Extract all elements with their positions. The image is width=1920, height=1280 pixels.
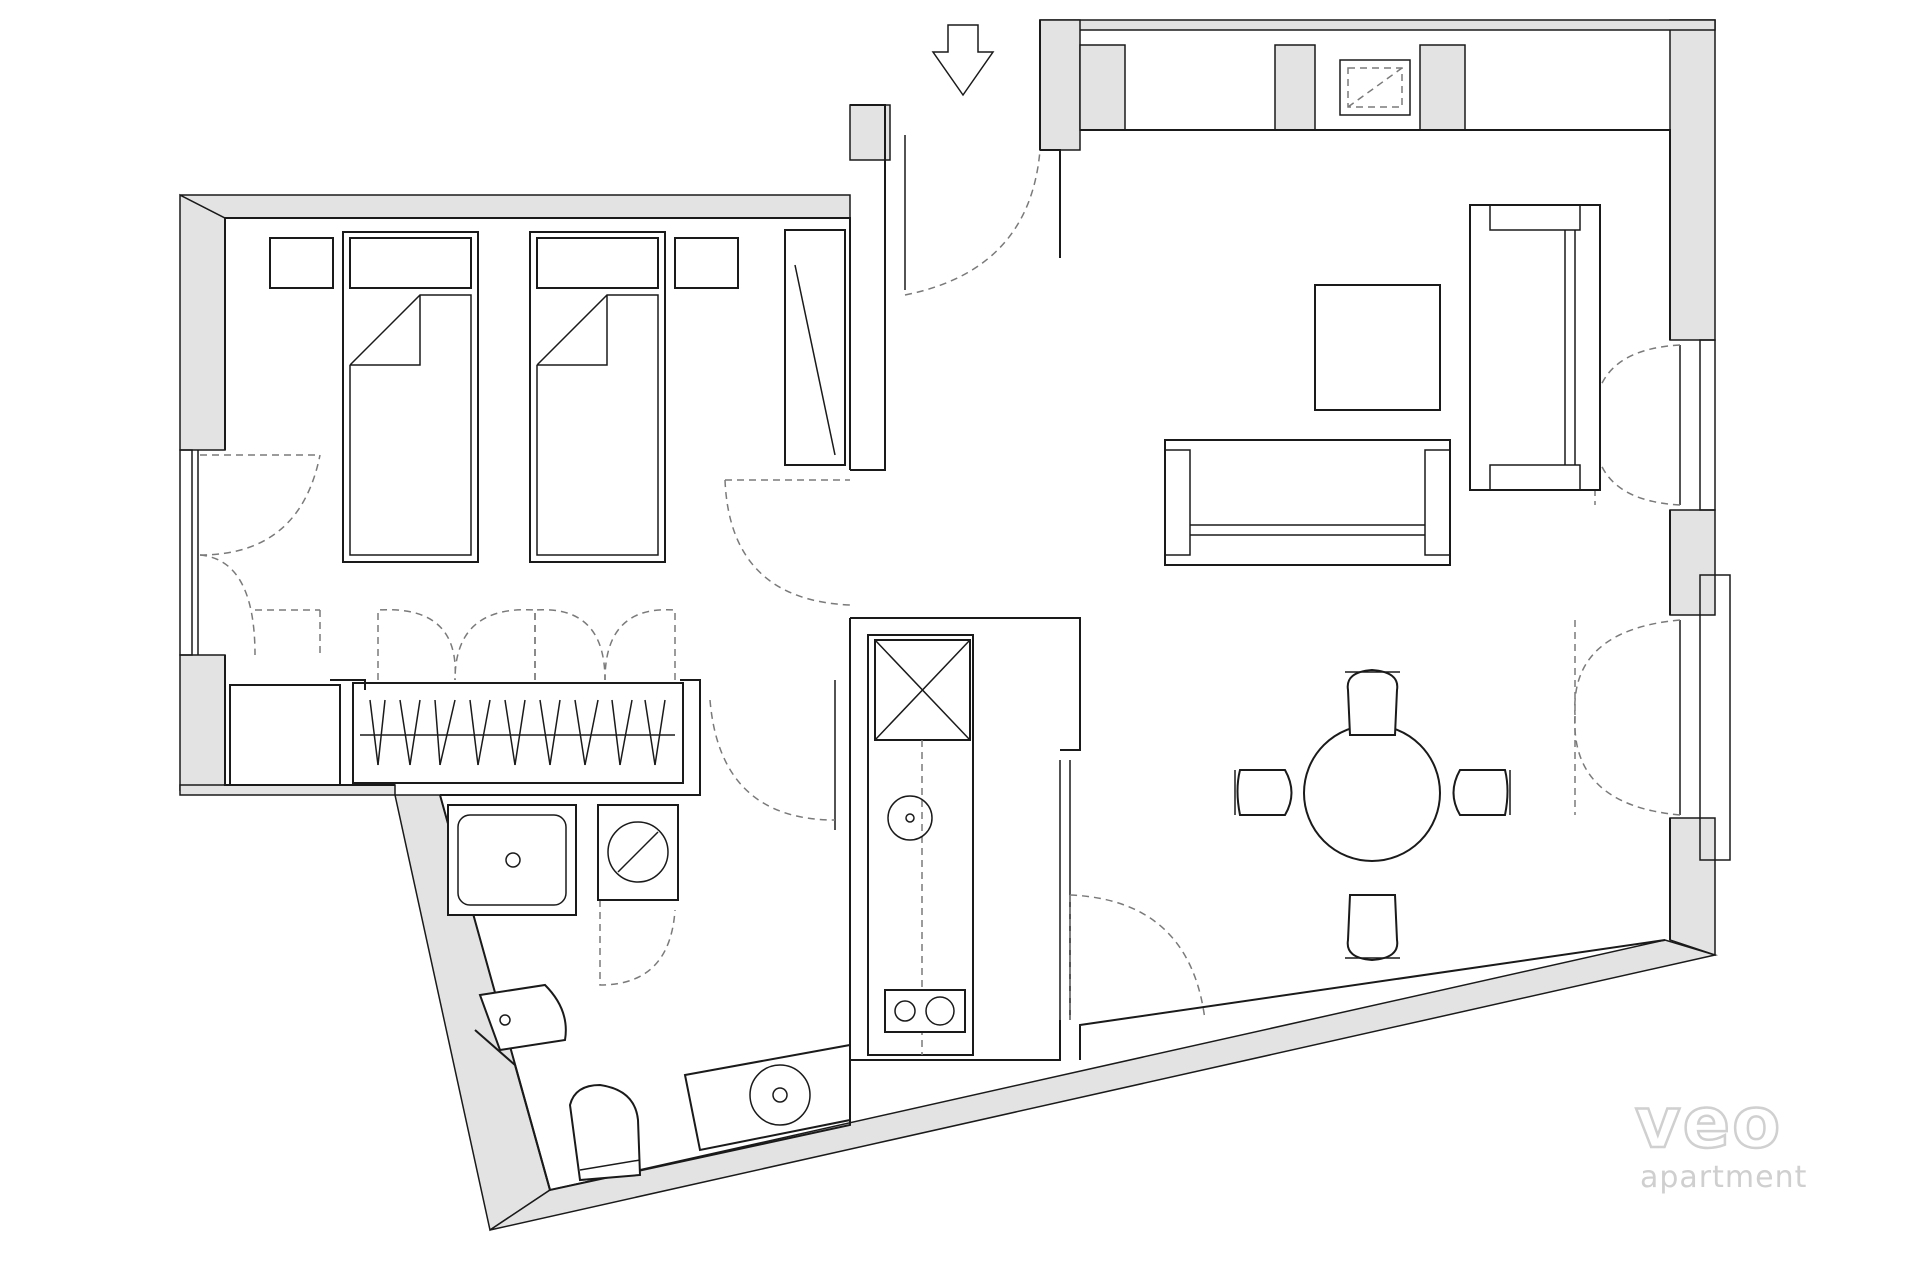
chair-top <box>1346 668 1399 736</box>
wardrobe-hangers <box>360 699 675 766</box>
sofa-vertical <box>1469 204 1601 491</box>
bedroom-furniture <box>269 229 846 766</box>
watermark: veo apartment <box>1634 1081 1807 1195</box>
hob <box>884 989 966 1033</box>
kitchen-sink <box>887 795 933 841</box>
nightstand-left <box>269 237 334 289</box>
exterior-walls <box>179 19 1718 1232</box>
nightstand-right <box>674 237 739 289</box>
watermark-brand: veo <box>1635 1082 1782 1164</box>
dining-set <box>1234 668 1511 962</box>
chair-left <box>1236 769 1293 816</box>
living-furniture <box>1164 204 1601 962</box>
shower-tray <box>447 804 577 916</box>
wardrobe-unit <box>784 229 846 466</box>
chair-bottom <box>1346 894 1399 962</box>
dining-table <box>1303 724 1441 862</box>
bidet <box>478 983 567 1052</box>
sofa-horizontal <box>1164 439 1451 566</box>
bathroom-fixtures <box>447 804 851 1182</box>
coffee-table <box>1314 284 1441 411</box>
ventilation-shaft-icon <box>1339 59 1411 116</box>
watermark-tagline: apartment <box>1640 1160 1807 1195</box>
kitchen-fixtures <box>874 639 971 1055</box>
sink-counter <box>683 1043 851 1152</box>
windows <box>179 135 1731 1020</box>
pillow-right <box>536 237 659 289</box>
entrance-arrow-icon <box>931 24 995 97</box>
toilet <box>568 1083 642 1182</box>
chair-right <box>1452 769 1509 816</box>
pillow-left <box>349 237 472 289</box>
door-swings <box>199 149 1681 1021</box>
